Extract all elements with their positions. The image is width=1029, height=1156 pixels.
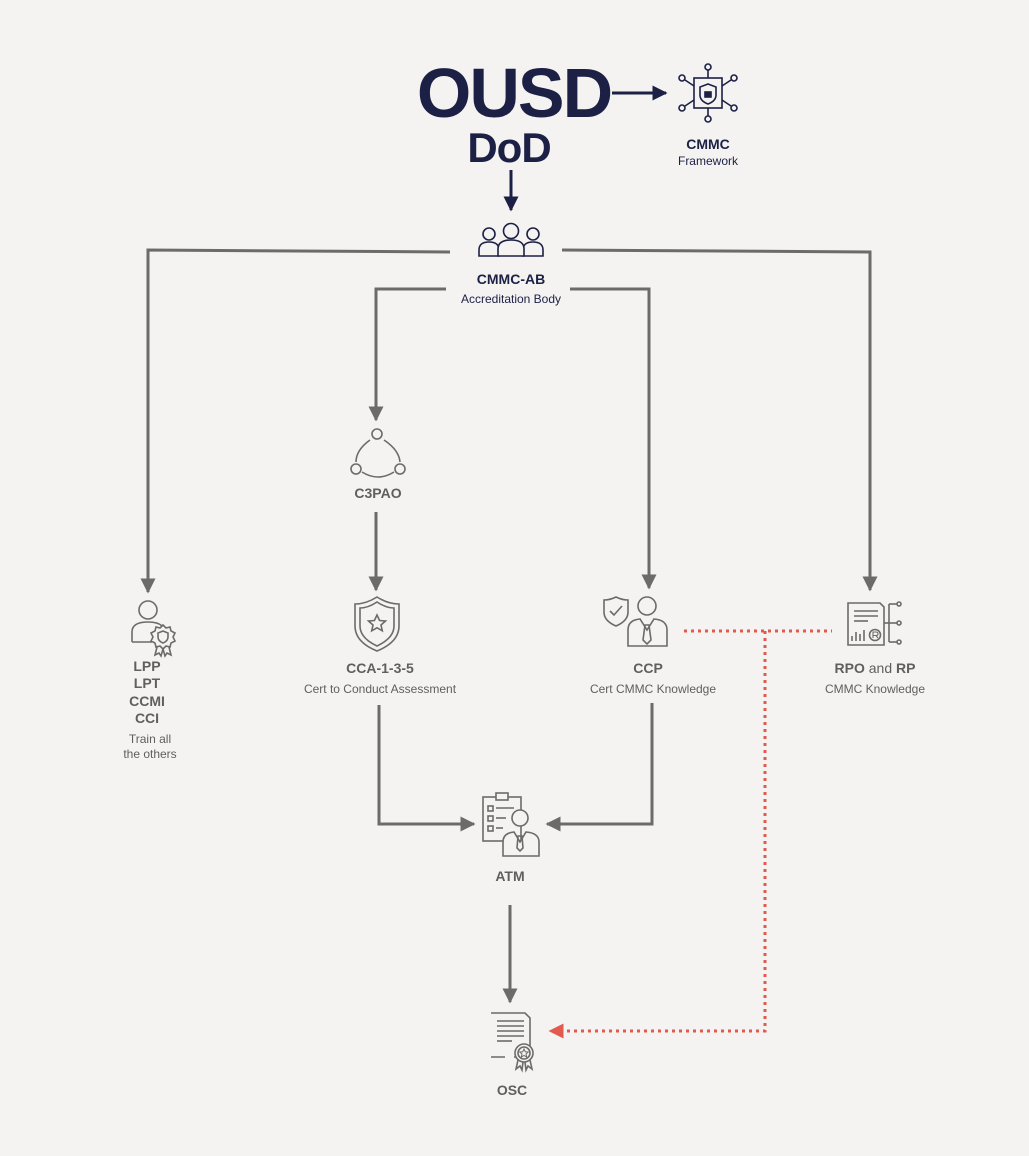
rpo-title-a: RPO bbox=[834, 660, 865, 676]
framework-title: CMMC bbox=[686, 136, 730, 152]
lpp-subtitle-line2: the others bbox=[123, 747, 177, 761]
rpo-title: RPO and RP bbox=[800, 660, 950, 677]
shield-person-icon bbox=[603, 596, 668, 647]
framework-subtitle: Framework bbox=[677, 154, 738, 168]
person-badge-icon bbox=[131, 600, 177, 658]
rpo-title-b: RP bbox=[896, 660, 916, 676]
triad-icon bbox=[350, 428, 406, 478]
ccp-subtitle: Cert CMMC Knowledge bbox=[589, 682, 717, 696]
lpp-title-4: CCI bbox=[134, 710, 160, 726]
org-title-line2: DoD bbox=[467, 124, 551, 171]
network-shield-icon bbox=[678, 63, 738, 123]
dotted-connector-to-osc bbox=[548, 631, 767, 1039]
rpo-subtitle: CMMC Knowledge bbox=[824, 682, 926, 696]
lpp-title-2: LPT bbox=[133, 675, 161, 691]
group-icon bbox=[478, 222, 544, 257]
connector-ab-to-ccp bbox=[570, 287, 657, 590]
rpo-title-and: and bbox=[864, 660, 897, 676]
cca-subtitle: Cert to Conduct Assessment bbox=[303, 682, 457, 696]
clipboard-person-icon bbox=[482, 792, 540, 857]
lpp-title-3: CCMI bbox=[129, 693, 165, 709]
ab-title: CMMC-AB bbox=[476, 271, 546, 287]
org-title-line1: OUSD bbox=[416, 54, 613, 132]
ccp-title: CCP bbox=[633, 660, 663, 676]
connector-ab-to-lpp bbox=[140, 248, 451, 594]
osc-title: OSC bbox=[496, 1082, 528, 1098]
lpp-title-1: LPP bbox=[133, 658, 161, 674]
certificate-icon bbox=[491, 1012, 534, 1073]
cca-title: CCA-1-3-5 bbox=[346, 660, 414, 676]
connector-ab-to-rpo bbox=[561, 248, 878, 592]
ab-subtitle: Accreditation Body bbox=[460, 292, 562, 306]
connector-cca-to-atm bbox=[377, 705, 476, 832]
connector-ccp-to-atm bbox=[545, 703, 654, 832]
c3pao-title: C3PAO bbox=[354, 485, 402, 501]
atm-title: ATM bbox=[495, 868, 525, 884]
connector-ab-to-c3pao bbox=[368, 287, 446, 422]
shield-star-icon bbox=[354, 596, 400, 652]
registered-document-icon bbox=[847, 601, 902, 646]
lpp-subtitle-line1: Train all bbox=[128, 732, 172, 746]
